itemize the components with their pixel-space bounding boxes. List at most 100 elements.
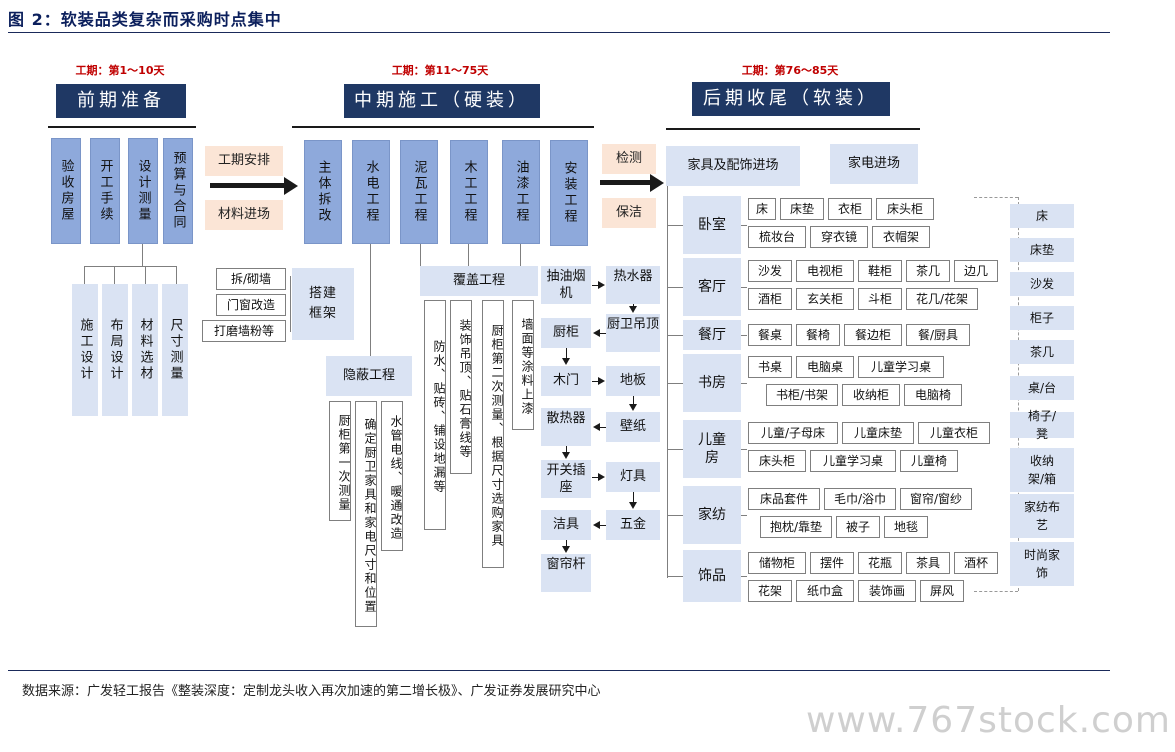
install-arrow-10-shaft: [633, 492, 634, 502]
demo-sub-3: 打磨墙粉等: [202, 320, 286, 342]
install-item-9: 开关插座: [541, 460, 591, 498]
hidden-sub-1: 厨柜第一次测量: [329, 401, 351, 521]
install-arrow-8-head: [562, 452, 570, 459]
early-sub-2: 布局设计: [102, 284, 128, 416]
furniture-item: 电视柜: [796, 260, 854, 282]
early-connector-1: [84, 266, 85, 284]
install-item-12: 洁具: [541, 510, 591, 540]
product-category: 沙发: [1010, 272, 1074, 296]
demo-sub-2: 门窗改造: [216, 294, 286, 316]
install-arrow-4-head: [562, 358, 570, 365]
inspection-note: 检测: [602, 144, 656, 174]
demo-sub-1: 拆/砌墙: [216, 268, 286, 290]
furniture-item: 儿童床垫: [842, 422, 914, 444]
room-label: 家纺: [683, 486, 741, 544]
transition-arrow-2-shaft: [600, 180, 650, 185]
mid-phase-title: 中期施工（硬装）: [344, 84, 540, 118]
early-step-1: 验收房屋: [51, 138, 81, 244]
install-item-8: 散热器: [541, 408, 591, 446]
install-arrow-2-shaft: [633, 304, 634, 307]
room-label: 餐厅: [683, 320, 741, 350]
early-phase-title: 前期准备: [56, 84, 186, 118]
hidden-sub-3: 水管电线、暖通改造: [381, 401, 403, 551]
furniture-item: 花架: [748, 580, 792, 602]
early-step-3: 设计测量: [128, 138, 158, 244]
watermark: www.767stock.com: [805, 700, 1171, 741]
furniture-item: 抱枕/靠垫: [760, 516, 832, 538]
room-label: 饰品: [683, 550, 741, 602]
early-sub-4: 尺寸测量: [162, 284, 188, 416]
install-arrow-9-head: [598, 473, 605, 481]
furniture-item: 屏风: [920, 580, 964, 602]
room-bracket: [741, 576, 747, 577]
furniture-item: 床: [748, 198, 776, 220]
cover-sub-4: 墙面等涂料上漆: [512, 300, 534, 430]
furniture-item: 纸巾盒: [796, 580, 854, 602]
room-connector: [667, 515, 683, 516]
cover-sub-3: 厨柜第二次测量、根据尺寸选购家具: [482, 300, 504, 568]
early-connector-2: [114, 266, 115, 284]
early-step-4: 预算与合同: [163, 138, 193, 244]
mid-step-painting: 油漆工程: [502, 140, 540, 244]
install-item-13: 窗帘杆: [541, 554, 591, 592]
install-item-10: 灯具: [606, 462, 660, 492]
early-period-label: 工期：第1～10天: [75, 64, 165, 77]
furniture-item: 穿衣镜: [810, 226, 868, 248]
install-arrow-5-shaft: [592, 381, 598, 382]
cover-connector-2: [468, 244, 469, 266]
schedule-note: 工期安排: [205, 146, 283, 176]
furniture-item: 花几/花架: [906, 288, 978, 310]
early-step-2: 开工手续: [90, 138, 120, 244]
room-label: 卧室: [683, 196, 741, 254]
furniture-item: 床头柜: [748, 450, 806, 472]
mid-period-label: 工期：第11～75天: [391, 64, 489, 77]
room-bracket: [741, 335, 747, 336]
room-connector: [667, 225, 683, 226]
cover-connector-3: [520, 244, 521, 266]
product-category: 家纺布艺: [1010, 494, 1074, 538]
furniture-item: 儿童椅: [900, 450, 958, 472]
transition-arrow-2-head: [650, 174, 664, 192]
furniture-item: 电脑椅: [904, 384, 962, 406]
furniture-item: 茶具: [906, 552, 950, 574]
room-connector: [667, 335, 683, 336]
install-item-7: 壁纸: [606, 412, 660, 442]
room-connector: [667, 383, 683, 384]
install-arrow-3-head: [593, 329, 600, 337]
furniture-item: 储物柜: [748, 552, 806, 574]
cover-connector-1: [420, 244, 421, 266]
product-category: 椅子/凳: [1010, 409, 1074, 441]
frame-box: 搭建框架: [292, 268, 354, 340]
transition-arrow-1-head: [284, 177, 298, 195]
furniture-item: 酒柜: [748, 288, 792, 310]
install-arrow-7-head: [593, 423, 600, 431]
room-bracket: [741, 383, 747, 384]
furniture-item: 儿童衣柜: [918, 422, 990, 444]
furniture-item: 衣帽架: [872, 226, 930, 248]
furniture-item: 窗帘/窗纱: [900, 488, 972, 510]
cleaning-note: 保洁: [602, 198, 656, 228]
install-item-5: 木门: [541, 366, 591, 396]
furniture-item: 毛巾/浴巾: [824, 488, 896, 510]
hidden-works-box: 隐蔽工程: [326, 356, 412, 396]
early-phase-bar: [48, 126, 196, 128]
furniture-item: 床垫: [780, 198, 824, 220]
product-category: 柜子: [1010, 306, 1074, 330]
late-phase-title: 后期收尾（软装）: [692, 82, 890, 116]
install-item-2: 热水器: [606, 266, 660, 304]
install-arrow-12-shaft: [566, 540, 567, 546]
install-arrow-5-head: [598, 377, 605, 385]
install-arrow-4-shaft: [566, 348, 567, 358]
category-dash-top: [974, 197, 1018, 198]
source-note: 数据来源：广发轻工报告《整装深度：定制龙头收入再次加速的第二增长极》、广发证券发…: [22, 684, 601, 699]
furniture-item: 书柜/书架: [766, 384, 838, 406]
material-note: 材料进场: [205, 200, 283, 230]
cover-sub-2: 装饰吊顶、贴石膏线等: [450, 300, 472, 474]
category-dash-bottom: [974, 591, 1018, 592]
early-connector-h: [84, 266, 177, 267]
room-label: 客厅: [683, 258, 741, 316]
furniture-item: 茶几: [906, 260, 950, 282]
footer-rule: [8, 670, 1110, 671]
mid-step-plumbing: 水电工程: [352, 140, 390, 244]
furniture-item: 儿童学习桌: [810, 450, 896, 472]
